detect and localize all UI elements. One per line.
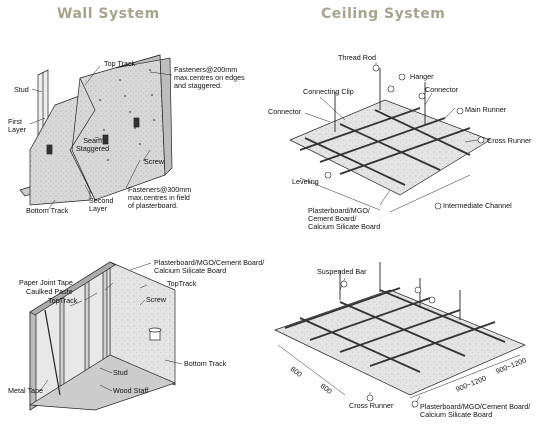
- label-toptrack-a: TopTrack: [48, 296, 78, 305]
- label-leveling: Leveling: [292, 177, 319, 186]
- wall-system-title: Wall System: [57, 6, 160, 22]
- label-connector-right: Connector: [425, 85, 459, 94]
- label-main-runner: Main Runner: [465, 105, 507, 114]
- ceiling-detail-drawing: [274, 262, 526, 409]
- label-wall-bottom-track: Bottom Track: [184, 359, 227, 368]
- ceiling-system-title: Ceiling System: [321, 6, 446, 22]
- label-ceiling-board-bottom: Plasterboard/MGO/Cement Board/ Calcium S…: [420, 402, 531, 419]
- label-second-layer: Second Layer: [89, 196, 114, 213]
- label-paper-joint-tape: Paper Joint Tape: [19, 278, 73, 287]
- label-fasteners-edges: Fasteners@200mm max.centres on edges and…: [174, 65, 245, 90]
- label-connecting-clip: Connecting Clip: [303, 87, 354, 96]
- label-thread-rod: Thread Rod: [338, 53, 376, 62]
- label-toptrack-b: TopTrack: [167, 279, 197, 288]
- label-wood-staff: Wood Staff: [113, 386, 149, 395]
- wall-system-drawing: [19, 54, 173, 211]
- label-bottom-track: Bottom Track: [26, 206, 69, 215]
- label-wall-stud: Stud: [113, 368, 128, 377]
- label-connector-left: Connector: [268, 107, 302, 116]
- label-top-track: Top Track: [104, 59, 136, 68]
- label-suspended-bar: Suspended Bar: [317, 267, 367, 276]
- ceiling-system-drawing: [289, 62, 491, 213]
- label-metal-tape: Metal Tape: [8, 386, 44, 395]
- label-fasteners-field: Fasteners@300mm max.centres in field of …: [128, 185, 192, 210]
- label-wall-board: Plasterboard/MGO/Cement Board/ Calcium S…: [154, 258, 265, 275]
- label-cross-runner-bottom: Cross Runner: [349, 401, 394, 410]
- label-screw: Screw: [144, 157, 164, 166]
- label-stud: Stud: [14, 85, 29, 94]
- label-intermediate-channel: Intermediate Channel: [443, 201, 512, 210]
- label-wall-screw: Screw: [146, 295, 166, 304]
- label-first-layer: First Layer: [8, 117, 26, 134]
- label-hanger: Hanger: [410, 72, 434, 81]
- label-seam-staggered: Seam Staggered: [76, 136, 110, 153]
- wall-detail-drawing: [28, 261, 183, 411]
- label-cross-runner: Cross Runner: [487, 136, 532, 145]
- label-caulked-paste: Caulked Paste: [26, 287, 73, 296]
- label-ceiling-board: Plasterboard/MGO/ Cement Board/ Calcium …: [308, 206, 381, 231]
